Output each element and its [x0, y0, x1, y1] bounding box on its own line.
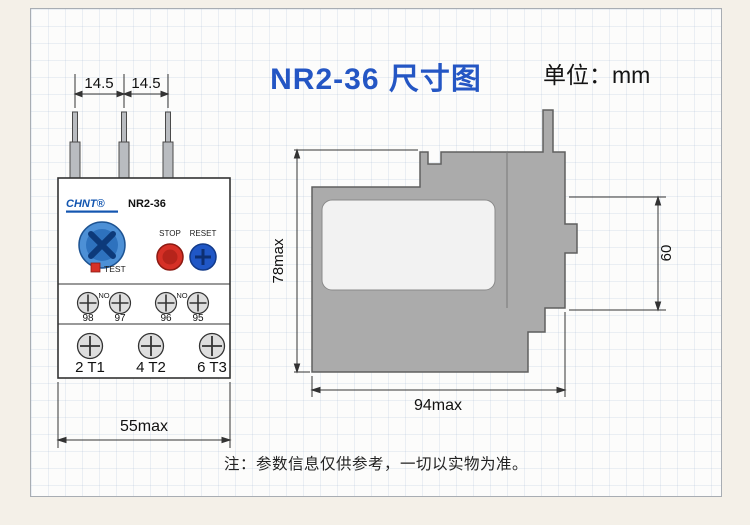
aux-terminal-96: 96: [160, 313, 172, 324]
no-left-label: NO: [98, 291, 109, 300]
aux-terminal-98: 98: [82, 313, 94, 324]
model-label: NR2-36: [128, 198, 166, 210]
dim-total-height-label: 78max: [270, 238, 287, 284]
adjustment-dial-icon: [78, 221, 126, 269]
dim-pin-pitch: 14.5 14.5: [73, 74, 170, 108]
aux-terminal-97: 97: [114, 313, 126, 324]
dim-front-width-label: 55max: [120, 418, 168, 435]
front-view: CHNT® NR2-36 STOP RESET TEST NO NO: [57, 111, 231, 379]
main-terminal-4t2: 4 T2: [136, 359, 166, 376]
dim-total-height: 78max: [270, 148, 418, 374]
reset-label: RESET: [190, 229, 217, 238]
main-terminal-2t1: 2 T1: [75, 359, 105, 376]
unit-label: 单位：mm: [543, 62, 651, 88]
main-terminal-6t3: 6 T3: [197, 359, 227, 376]
aux-screws-icon: [76, 291, 210, 315]
dim-front-width: 55max: [56, 382, 232, 448]
aux-terminal-95: 95: [192, 313, 204, 324]
reset-button-icon: [189, 243, 217, 271]
dim-pin-pitch-left-label: 14.5: [84, 75, 113, 92]
no-right-label: NO: [176, 291, 187, 300]
dim-total-depth: 94max: [310, 312, 567, 414]
test-label: TEST: [104, 264, 126, 274]
brand-underline: [66, 210, 118, 213]
dim-block-height: 60: [569, 195, 675, 312]
main-screws-icon: [76, 332, 226, 360]
test-indicator-icon: [90, 262, 101, 273]
dim-block-height-label: 60: [658, 245, 675, 262]
brand-label: CHNT®: [66, 198, 106, 210]
footnote: 注：参数信息仅供参考，一切以实物为准。: [223, 456, 528, 473]
dim-pin-pitch-right-label: 14.5: [131, 75, 160, 92]
side-label-area: [321, 199, 496, 291]
stop-label: STOP: [159, 229, 181, 238]
front-pins-icon: [69, 111, 174, 179]
side-view: [311, 109, 578, 373]
page-title: NR2-36 尺寸图: [270, 63, 482, 96]
dim-total-depth-label: 94max: [414, 397, 462, 414]
stop-button-icon: [156, 243, 184, 271]
